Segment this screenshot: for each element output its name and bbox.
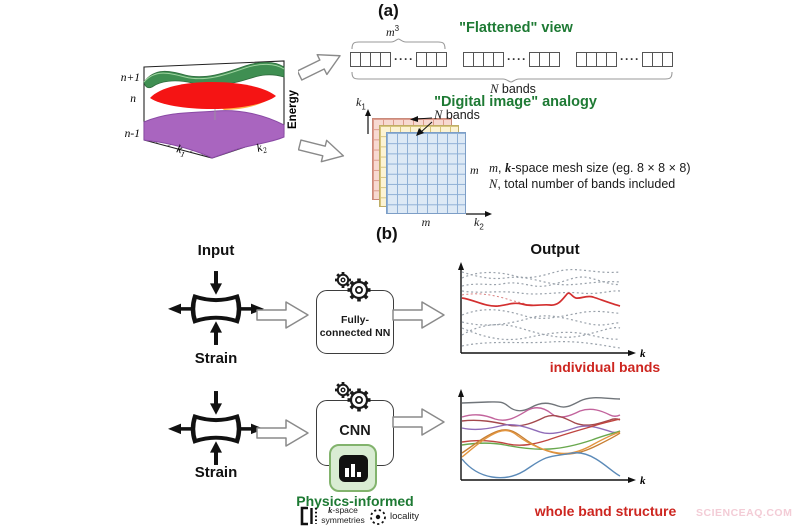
dotted-band-curves bbox=[461, 268, 621, 349]
strain-label-2: Strain bbox=[194, 464, 238, 481]
n-bands-pointer-arrows bbox=[410, 116, 433, 136]
strain-arrows bbox=[179, 391, 253, 465]
ellipsis-dots: ···· bbox=[620, 52, 640, 66]
digital-image-title: "Digital image" analogy bbox=[434, 94, 597, 110]
m-cubed-brace bbox=[351, 38, 446, 50]
flow-arrow-3 bbox=[256, 419, 309, 447]
m-cubed-label: m3 bbox=[386, 24, 400, 39]
mesh-size-note: m, k-space mesh size (eg. 8 × 8 × 8) bbox=[489, 161, 691, 175]
flow-arrow-4 bbox=[392, 408, 445, 436]
strain-glyph-1 bbox=[168, 271, 264, 345]
flattened-cell-group-3: ···· bbox=[576, 51, 673, 68]
arrow-to-digital-icon bbox=[298, 139, 345, 163]
cnn-label: CNN bbox=[339, 423, 371, 439]
k2-grid-axis-label: k2 bbox=[474, 215, 484, 232]
lower-band-surface bbox=[143, 110, 285, 159]
physics-informed-label: Physics-informed bbox=[296, 493, 414, 509]
k-axis-label-2: k bbox=[640, 475, 646, 487]
m-right-label: m bbox=[470, 163, 479, 177]
locality-label: locality bbox=[390, 511, 420, 522]
total-bands-note: N, total number of bands included bbox=[489, 177, 676, 191]
n-bands-brace bbox=[351, 71, 673, 83]
k1-grid-axis-label: k1 bbox=[356, 95, 366, 112]
m-bottom-label: m bbox=[421, 215, 431, 229]
tick-n-minus-1: n-1 bbox=[125, 128, 140, 140]
fcnn-label: Fully-connected NN bbox=[319, 314, 391, 339]
individual-bands-caption: individual bands bbox=[549, 359, 661, 375]
watermark: SCIENCEAQ.COM bbox=[696, 507, 793, 519]
red-solid-band bbox=[461, 292, 621, 307]
flattened-view-title: "Flattened" view bbox=[459, 20, 573, 36]
output-header: Output bbox=[530, 241, 580, 258]
upper-band-highlight bbox=[143, 63, 285, 83]
whole-band-structure-caption: whole band structure bbox=[534, 503, 677, 519]
ellipsis-dots: ···· bbox=[394, 52, 414, 66]
n-bands-label: N bands bbox=[490, 82, 536, 96]
upper-band-surface bbox=[143, 61, 285, 89]
k2-axis-label: k2 bbox=[255, 141, 268, 157]
red-dotted-band bbox=[461, 293, 527, 305]
whole-band-structure-plot: k bbox=[458, 389, 646, 487]
strain-arrows bbox=[179, 271, 253, 345]
panel-b-label: (b) bbox=[376, 224, 398, 243]
band-structure-3d-plot: n+1 n n-1 Energy k1 k2 bbox=[121, 60, 299, 159]
k1-grid-axis-arrow bbox=[365, 109, 371, 134]
n-bands-grid-label: N bands bbox=[434, 108, 480, 122]
physics-informed-chip bbox=[329, 444, 377, 492]
tick-n: n bbox=[130, 93, 136, 105]
flattened-cell-group-2: ···· bbox=[463, 51, 560, 68]
strain-glyph-2 bbox=[168, 391, 264, 465]
gear-icon bbox=[335, 272, 371, 302]
flattened-cell-group-1: ···· bbox=[350, 51, 447, 68]
tick-n-plus-1: n+1 bbox=[121, 72, 140, 84]
k-axis-label-1: k bbox=[640, 348, 646, 360]
input-header: Input bbox=[197, 242, 235, 259]
fcnn-box bbox=[316, 290, 394, 354]
middle-band-surface bbox=[150, 82, 276, 109]
mirror-symmetry-icon bbox=[300, 506, 317, 526]
grid-layer-front bbox=[386, 132, 466, 214]
panel-a-label: (a) bbox=[378, 1, 399, 20]
gear-icon bbox=[335, 382, 371, 412]
k2-grid-axis-arrow bbox=[466, 211, 492, 217]
strain-label-1: Strain bbox=[194, 350, 238, 367]
flow-arrow-1 bbox=[256, 301, 309, 329]
individual-bands-plot: k bbox=[458, 262, 646, 360]
flow-arrow-2 bbox=[392, 301, 445, 329]
k1-axis-label: k1 bbox=[175, 143, 187, 159]
k-space-symmetries-label: k-space symmetries bbox=[321, 505, 365, 525]
colored-band-curves bbox=[461, 397, 621, 479]
ellipsis-dots: ···· bbox=[507, 52, 527, 66]
arrow-to-flattened-icon bbox=[298, 53, 341, 81]
energy-axis-label: Energy bbox=[287, 89, 299, 129]
locality-icon bbox=[370, 509, 386, 525]
bar-chart-icon bbox=[338, 454, 368, 482]
